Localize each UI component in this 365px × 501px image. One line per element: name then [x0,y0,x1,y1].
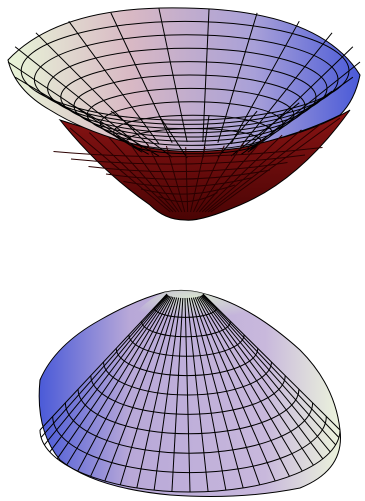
lower-sheet-spoke [50,295,168,452]
lower-sheet-spoke [67,296,171,465]
upper-sheet-spoke [248,77,353,152]
upper-sheet-spoke [241,33,332,146]
lower-sheet-spoke [57,296,169,459]
lower-sheet-spoke [197,297,290,476]
upper-sheet-spoke [203,9,209,143]
lower-sheet-spoke [120,298,176,485]
lower-sheet-spoke [202,295,330,452]
upper-underside-spoke [89,133,173,212]
lower-sheet-spoke [201,296,323,459]
upper-sheet-spoke [15,47,142,148]
upper-sheet-spoke [111,111,172,157]
lower-sheet-spoke [105,297,175,481]
upper-sheet-spoke [69,103,159,156]
upper-sheet-spoke [69,21,159,144]
upper-sheet-spoke [248,47,353,148]
lower-sheet-spoke [203,294,339,437]
upper-sheet-spoke [15,77,142,152]
lower-sheet-spoke [200,296,314,465]
upper-underside-spoke [211,118,340,212]
upper-sheet-spoke [241,91,332,154]
lower-sheet-spoke [203,294,340,430]
upper-underside-spoke [147,144,182,212]
upper-underside-ring [106,170,270,179]
lower-sheet-spoke [41,294,167,437]
upper-sheet-spoke [231,21,299,144]
lower-sheet-spoke [187,298,208,492]
upper-sheet-spoke [218,13,257,143]
upper-sheet-spoke [111,13,172,143]
upper-sheet [7,7,361,221]
upper-sheet-spoke [218,111,257,157]
lower-sheet-spoke [78,297,172,471]
upper-sheet-spoke [36,33,149,146]
lower-sheet-spoke [189,298,226,490]
upper-underside-ring [71,155,305,164]
upper-underside-spoke [202,135,282,212]
upper-sheet-spoke [159,9,187,143]
lower-sheet-spoke [137,298,179,488]
upper-underside-spoke [205,130,301,212]
lower-sheet-spoke [191,298,243,488]
upper-underside-ring [141,185,235,194]
upper-sheet-spoke [159,115,187,157]
lower-sheet-spoke [172,298,183,492]
lower-sheet-mesh [40,294,340,492]
lower-sheet-spoke [185,298,190,492]
lower-sheet-spoke [198,297,302,471]
lower-sheet-spoke [44,295,167,445]
upper-underside-spoke [208,124,321,212]
lower-sheet-spoke [154,298,181,490]
lower-sheet-face [38,289,341,497]
lower-sheet-spoke [195,297,275,481]
lower-sheet-spoke [202,295,335,445]
upper-underside-ring [89,163,288,172]
lower-sheet-spoke [91,297,174,476]
lower-sheet-spoke [40,294,167,430]
lower-sheet-spoke [193,298,259,485]
upper-sheet-underside-mesh [54,118,341,212]
upper-underside-ring [124,178,253,187]
upper-underside-ring [159,193,218,202]
lower-sheet [38,289,341,497]
upper-sheet-spoke [8,62,140,150]
upper-underside-spoke [109,137,177,212]
upper-underside-spoke [193,146,224,212]
upper-underside-ring [54,148,323,157]
upper-sheet-spoke [231,103,299,156]
